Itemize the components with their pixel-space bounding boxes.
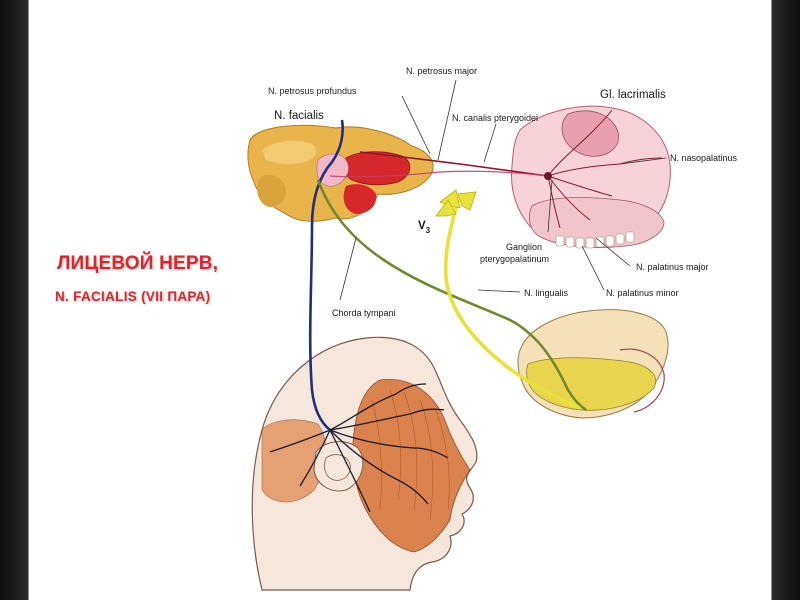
temporal-bone-illustration: [247, 124, 434, 222]
petrosus-major-line: [359, 151, 549, 177]
label-n-palatinus-minor: N. palatinus minor: [606, 288, 679, 298]
nasal-cavity-illustration: [511, 105, 671, 249]
label-v3-subscript: 3: [426, 226, 431, 235]
tongue-illustration: [517, 309, 669, 419]
v3-lingual-nerve-line: [443, 199, 581, 410]
slide-title: ЛИЦЕВОЙ НЕРВ,: [57, 253, 219, 274]
label-n-petrosus-profundus: N. petrosus profundus: [268, 86, 357, 96]
label-ganglion-line2: pterygopalatinum: [480, 254, 549, 264]
label-n-petrosus-major: N. petrosus major: [406, 66, 477, 76]
slide-subtitle: N. FACIALIS (VII ПАРА): [55, 289, 211, 304]
chorda-tympani-line: [316, 179, 587, 412]
nerve-pathways: [308, 119, 587, 432]
label-chorda-tympani: Chorda tympani: [332, 308, 396, 318]
ganglion-node: [544, 172, 552, 180]
label-n-nasopalatinus: N. nasopalatinus: [670, 153, 738, 163]
label-gl-lacrimalis: Gl. lacrimalis: [600, 89, 666, 101]
label-n-lingualis: N. lingualis: [524, 288, 569, 298]
label-n-canalis-pterygoidei: N. canalis pterygoidei: [452, 113, 538, 123]
facial-nerve-line: [308, 119, 344, 432]
head-illustration: [251, 336, 478, 591]
label-ganglion-line1: Ganglion: [506, 242, 542, 252]
label-n-palatinus-major: N. palatinus major: [636, 262, 709, 272]
label-leader-lines: [339, 79, 667, 301]
v3-arrow-icon: [435, 189, 477, 217]
label-n-facialis: N. facialis: [274, 110, 324, 122]
petrosus-profundus-line: [329, 170, 549, 178]
label-v3-letter: V: [418, 220, 426, 232]
label-v3: V3: [418, 220, 431, 235]
